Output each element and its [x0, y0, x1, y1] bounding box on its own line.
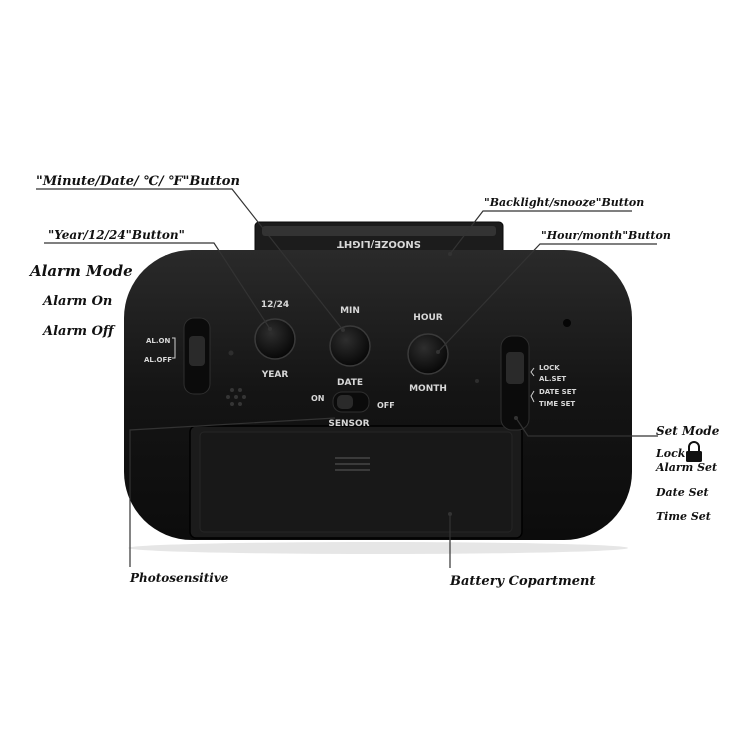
- btn-hour-label: HOUR: [413, 313, 442, 323]
- battery-callout: Battery Copartment: [449, 574, 596, 589]
- al-on-label: AL.ON: [146, 337, 170, 345]
- year-1224-button[interactable]: [254, 318, 296, 360]
- mount-hole: [563, 319, 571, 327]
- btn-1224-label: 12/24: [261, 300, 289, 310]
- year-1224-callout: "Year/12/24"Button": [48, 228, 185, 242]
- lock-label: LOCK: [539, 364, 560, 372]
- hour-month-callout: "Hour/month"Button: [541, 229, 671, 242]
- set-time-callout: Time Set: [656, 510, 711, 523]
- btn-month-label: MONTH: [409, 384, 447, 394]
- al-off-label: AL.OFF: [144, 356, 172, 364]
- padlock-icon: [686, 441, 702, 462]
- btn-year-label: YEAR: [261, 370, 289, 380]
- body-shadow: [128, 542, 628, 554]
- alarm-on-callout: Alarm On: [41, 294, 112, 309]
- alarm-mode-switch[interactable]: [183, 317, 211, 395]
- set-mode-callout: Set Mode: [656, 424, 720, 438]
- photosensitive-callout: Photosensitive: [129, 571, 229, 585]
- date-set-label: DATE SET: [539, 388, 577, 396]
- backlight-snooze-callout: "Backlight/snooze"Button: [484, 196, 644, 209]
- speaker-grille: [226, 388, 246, 406]
- snooze-bar-label: SNOOZE/LIGHT: [337, 238, 421, 249]
- set-date-callout: Date Set: [655, 486, 709, 499]
- sensor-on-label: ON: [311, 394, 325, 403]
- time-set-label: TIME SET: [539, 400, 575, 408]
- mount-hole-small: [475, 379, 479, 383]
- btn-min-label: MIN: [340, 306, 360, 316]
- al-set-label: AL.SET: [539, 375, 566, 383]
- photo-sensor-dot: [228, 350, 234, 356]
- set-alarm-callout: Alarm Set: [655, 461, 717, 474]
- sensor-switch[interactable]: [332, 391, 370, 413]
- hour-month-button[interactable]: [407, 333, 449, 375]
- minute-date-temp-callout: "Minute/Date/ ℃/ ℉"Button: [36, 174, 240, 189]
- leader-lines: [36, 188, 658, 568]
- minute-date-temp-button[interactable]: [329, 325, 371, 367]
- set-lock-callout: Lock: [655, 447, 686, 460]
- alarm-off-callout: Alarm Off: [41, 324, 116, 339]
- set-mode-switch[interactable]: [500, 335, 530, 431]
- battery-compartment: [189, 425, 523, 539]
- sensor-label: SENSOR: [328, 419, 369, 429]
- sensor-off-label: OFF: [377, 401, 395, 410]
- alarm-mode-callout: Alarm Mode: [28, 262, 133, 280]
- btn-date-label: DATE: [337, 378, 363, 388]
